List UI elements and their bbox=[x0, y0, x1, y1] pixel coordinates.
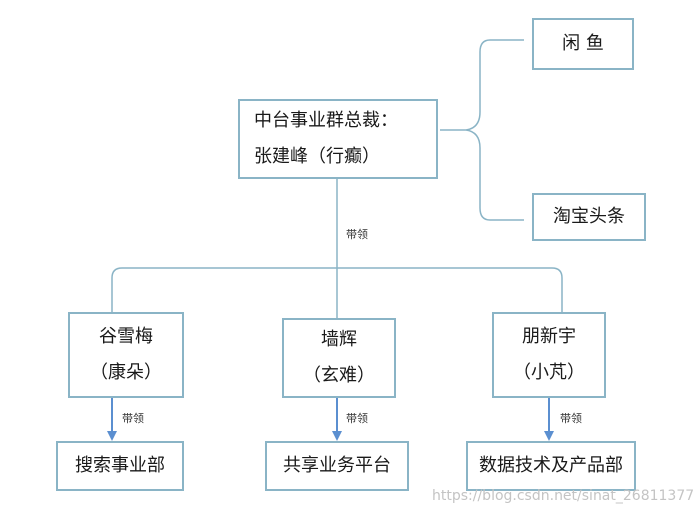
leader-name: 朋新宇 bbox=[522, 326, 576, 347]
dept-box-search: 搜索事业部 bbox=[56, 441, 184, 491]
president-title: 中台事业群总裁： bbox=[254, 110, 398, 131]
branch-box-xianyu: 闲 鱼 bbox=[532, 18, 634, 70]
leader-alias: （玄难） bbox=[303, 365, 375, 386]
dept-label: 共享业务平台 bbox=[283, 455, 391, 476]
edge-label-shared: 带领 bbox=[344, 410, 370, 426]
edge-label-lead: 带领 bbox=[344, 226, 370, 242]
leader-name: 墙辉 bbox=[321, 329, 357, 350]
leader-alias: （康朵） bbox=[90, 362, 162, 383]
dept-box-shared-platform: 共享业务平台 bbox=[265, 441, 409, 491]
branch-brace bbox=[440, 39, 524, 221]
dept-label: 数据技术及产品部 bbox=[479, 455, 623, 476]
leader-box-guxuemei: 谷雪梅 （康朵） bbox=[68, 312, 184, 398]
leader-alias: （小芃） bbox=[513, 362, 585, 383]
branch-label: 淘宝头条 bbox=[553, 206, 625, 227]
watermark-text: https://blog.csdn.net/sinat_26811377 bbox=[432, 488, 695, 504]
leader-name: 谷雪梅 bbox=[99, 326, 153, 347]
leader-box-qianghui: 墙辉 （玄难） bbox=[282, 318, 396, 398]
president-box: 中台事业群总裁： 张建峰（行癫） bbox=[238, 99, 438, 179]
branch-label: 闲 鱼 bbox=[562, 33, 604, 54]
dept-box-data-tech: 数据技术及产品部 bbox=[466, 441, 636, 491]
president-name: 张建峰（行癫） bbox=[254, 146, 380, 167]
edge-label-search: 带领 bbox=[120, 410, 146, 426]
branch-box-taobao-toutiao: 淘宝头条 bbox=[532, 193, 646, 241]
leader-box-pengxinyu: 朋新宇 （小芃） bbox=[492, 312, 606, 398]
dept-label: 搜索事业部 bbox=[75, 455, 165, 476]
edge-label-data: 带领 bbox=[558, 410, 584, 426]
